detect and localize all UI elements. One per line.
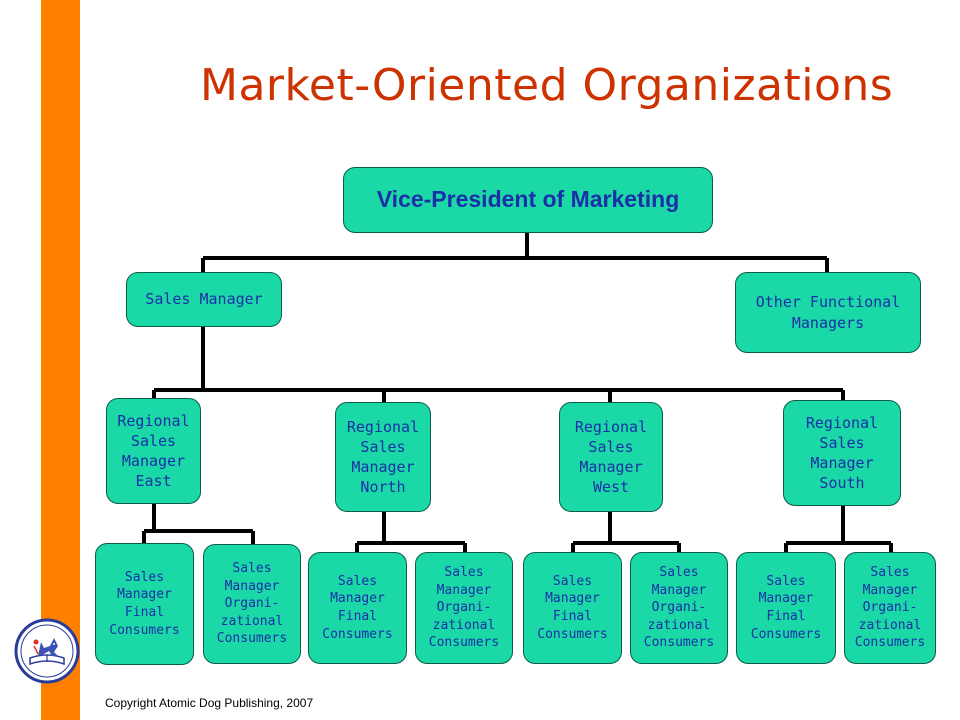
south-final-consumers-box: Sales Manager Final Consumers <box>736 552 836 664</box>
west-final-consumers-box: Sales Manager Final Consumers <box>523 552 622 664</box>
west-organizational-consumers-box: Sales Manager Organi- zational Consumers <box>630 552 728 664</box>
other-functional-managers-box: Other Functional Managers <box>735 272 921 353</box>
east-final-consumers-box: Sales Manager Final Consumers <box>95 543 194 665</box>
north-organizational-consumers-box: Sales Manager Organi- zational Consumers <box>415 552 513 664</box>
regional-manager-west-box: Regional Sales Manager West <box>559 402 663 512</box>
copyright-notice: Copyright Atomic Dog Publishing, 2007 <box>105 696 314 710</box>
slide-title: Market-Oriented Organizations <box>200 60 894 111</box>
atomic-dog-logo-icon <box>14 618 80 684</box>
accent-bar <box>41 0 80 720</box>
regional-manager-east-box: Regional Sales Manager East <box>106 398 201 504</box>
north-final-consumers-box: Sales Manager Final Consumers <box>308 552 407 664</box>
south-organizational-consumers-box: Sales Manager Organi- zational Consumers <box>844 552 936 664</box>
regional-manager-north-box: Regional Sales Manager North <box>335 402 431 512</box>
sales-manager-box: Sales Manager <box>126 272 282 327</box>
regional-manager-south-box: Regional Sales Manager South <box>783 400 901 506</box>
vp-marketing-box: Vice-President of Marketing <box>343 167 713 233</box>
east-organizational-consumers-box: Sales Manager Organi- zational Consumers <box>203 544 301 664</box>
